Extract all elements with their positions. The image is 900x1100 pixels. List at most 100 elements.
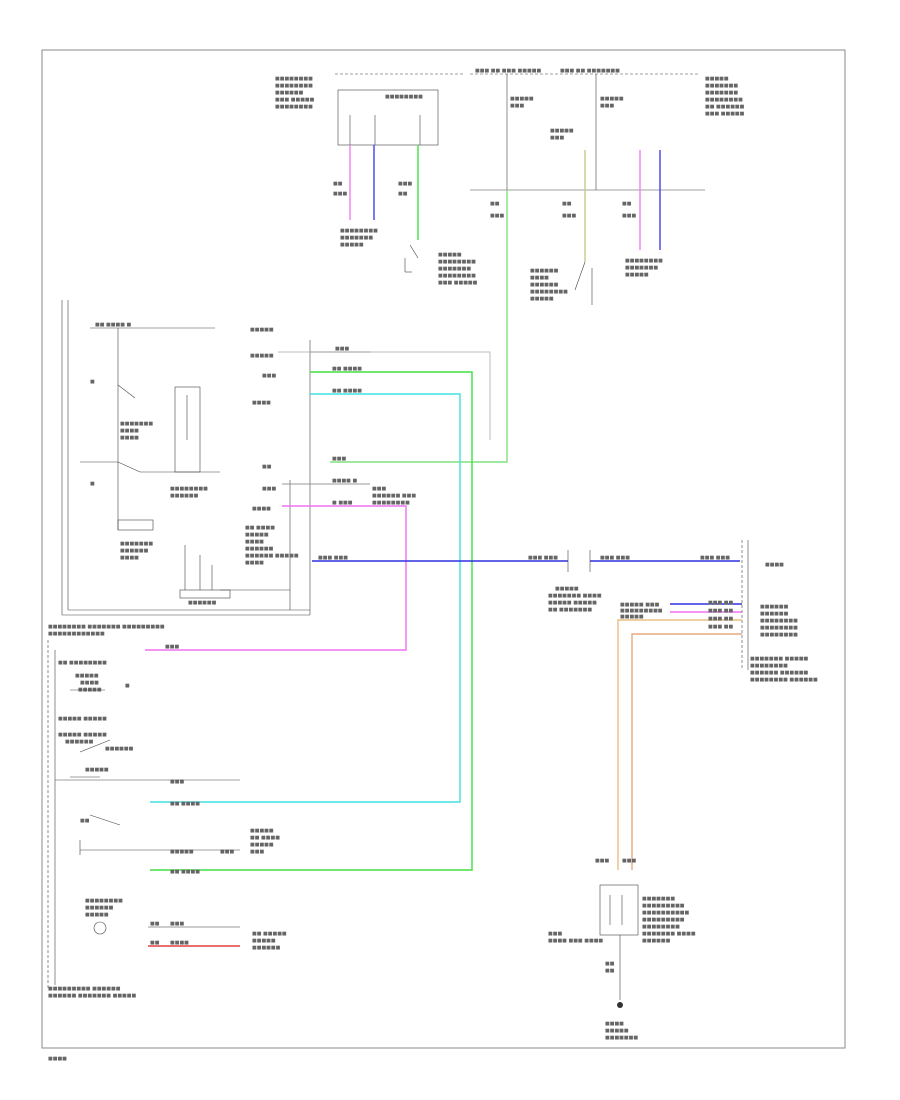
svg-text:■■■■■■ ■■■■■■: ■■■■■■ ■■■■■■ [750,670,809,676]
switch-olive: ■■■■■■ ■■■■ ■■■■■■ ■■■■■■■■ ■■■■■ [530,261,593,305]
svg-text:■■ ■■■■■■■■: ■■ ■■■■■■■■ [58,660,107,666]
svg-text:■■■■■■■■: ■■■■■■■■ [275,104,313,110]
svg-text:■■■: ■■■ [562,213,576,219]
svg-text:■■■ ■■■■■: ■■■ ■■■■■ [438,280,478,286]
svg-text:■■■■■: ■■■■■ [600,96,624,102]
svg-text:■■■■■■■■■ ■■■■■■: ■■■■■■■■■ ■■■■■■ [48,986,121,992]
svg-text:■■: ■■ [605,968,615,974]
svg-text:■■■■■■■: ■■■■■■■ [120,541,153,547]
svg-text:■■■ ■■■■■: ■■■ ■■■■■ [705,111,745,117]
svg-text:■■■■■■: ■■■■■■ [642,938,671,944]
svg-text:■■■■■■■■: ■■■■■■■■ [340,228,378,234]
svg-text:■■■: ■■■ [165,644,179,650]
svg-text:■■■ ■■■: ■■■ ■■■ [700,555,730,561]
svg-text:■■■ ■■■: ■■■ ■■■ [318,555,348,561]
svg-text:■■■: ■■■ [490,213,504,219]
svg-text:■■■■■: ■■■■■ [625,272,649,278]
svg-text:■■■■■: ■■■■■ [550,128,574,134]
svg-text:■■■■ ■: ■■■■ ■ [332,478,357,484]
svg-text:■■■■■: ■■■■■ [605,1028,629,1034]
svg-text:■■■■■■■: ■■■■■■■ [705,83,738,89]
svg-text:■ ■■■: ■ ■■■ [332,500,353,506]
svg-text:■■■■: ■■■■ [765,562,784,568]
svg-text:■■■■: ■■■■ [252,506,271,512]
svg-text:■■■■■: ■■■■■ [530,296,554,302]
svg-text:■■■■: ■■■■ [170,940,189,946]
svg-text:■■■■■■■■: ■■■■■■■■ [625,258,663,264]
svg-text:■: ■ [90,379,95,385]
svg-text:■■■■■■■■■: ■■■■■■■■■ [620,608,663,614]
svg-text:■■ ■■■■: ■■ ■■■■ [170,869,200,875]
svg-text:■■: ■■ [262,464,272,470]
svg-text:■: ■ [90,481,95,487]
svg-text:■■■■■■■: ■■■■■■■ [705,90,738,96]
svg-text:■■■■■■■■: ■■■■■■■■ [705,97,743,103]
svg-text:■■■■■■■■■■: ■■■■■■■■■■ [642,910,690,916]
svg-text:■■■■■■: ■■■■■■ [188,600,217,606]
svg-text:■■■■■■■: ■■■■■■■ [120,421,153,427]
svg-text:■■■■■■■■: ■■■■■■■■ [170,486,208,492]
svg-text:■■■■■: ■■■■■ [245,532,269,538]
svg-text:■■■■■: ■■■■■ [705,76,729,82]
svg-text:■■■ ■■ ■■■■■■■: ■■■ ■■ ■■■■■■■ [560,68,620,74]
svg-text:■■■ ■■: ■■■ ■■ [708,616,733,622]
svg-text:■■■■■■: ■■■■■■ [105,746,134,752]
svg-text:■■■: ■■■ [332,456,346,462]
svg-text:■■■■■■ ■■■■■: ■■■■■■ ■■■■■ [245,553,299,559]
svg-text:■■■■■■■: ■■■■■■■ [625,265,658,271]
svg-text:■■■ ■■: ■■■ ■■ [708,624,733,630]
svg-text:■■: ■■ [150,921,160,927]
svg-text:■■: ■■ [150,940,160,946]
svg-text:■■■■: ■■■■ [252,400,271,406]
svg-text:■■■: ■■■ [372,486,386,492]
wire-cyan-1 [150,393,461,803]
power-bus-top: ■■■ ■■ ■■■ ■■■■■ ■■■ ■■ ■■■■■■■ ■■■■■ ■■… [470,68,745,191]
svg-text:■■■■■: ■■■■■ [250,842,274,848]
svg-text:■■■■■ ■■■■■: ■■■■■ ■■■■■ [58,732,107,738]
svg-text:■■■■: ■■■■ [245,539,264,545]
svg-text:■■■■■■ ■■■■■■■ ■■■■■: ■■■■■■ ■■■■■■■ ■■■■■ [48,993,136,999]
lower-left-module: ■■ ■■■■■■■■ ■■■■■ ■■■■ ■■■■■ ■ ■■■■■ ■■■… [47,640,280,999]
svg-text:■■■■■: ■■■■■ [75,673,99,679]
svg-text:■■■■■■■■: ■■■■■■■■ [438,273,476,279]
svg-text:■■■■■■■■: ■■■■■■■■ [750,663,788,669]
svg-text:■■■ ■■■: ■■■ ■■■ [600,555,630,561]
svg-text:■■■: ■■■ [170,921,184,927]
svg-text:■■■■■■■■: ■■■■■■■■ [385,94,423,100]
svg-text:■■■■■■: ■■■■■■ [275,90,304,96]
svg-text:■■■: ■■■ [333,191,347,197]
svg-text:■■■■■■: ■■■■■■ [245,546,274,552]
svg-text:■■■■■: ■■■■■ [250,327,274,333]
svg-text:■■■■: ■■■■ [120,435,139,441]
svg-text:■■■: ■■■ [550,135,564,141]
svg-text:■■■: ■■■ [170,779,184,785]
svg-text:■■■■■■■■: ■■■■■■■■ [760,618,798,624]
svg-text:■■■■■: ■■■■■ [620,614,644,620]
svg-text:■: ■ [125,683,130,689]
svg-text:■■■: ■■■ [510,103,524,109]
svg-text:■■■■■ ■■■: ■■■■■ ■■■ [620,602,660,608]
svg-text:■■■■■■■■: ■■■■■■■■ [530,289,568,295]
svg-text:■■■: ■■■ [250,849,264,855]
svg-text:■■■■■■: ■■■■■■ [170,493,199,499]
right-connector-block: ■■■■ ■■■■■■ ■■■■■■ ■■■■■■■■ ■■■■■■■■ ■■■… [741,540,818,683]
svg-text:■■■■■: ■■■■■ [555,586,579,592]
svg-text:■■■■■■■■■: ■■■■■■■■■ [642,917,685,923]
svg-text:■■■■■■: ■■■■■■ [120,548,149,554]
svg-text:■■■■■ ■■■■■: ■■■■■ ■■■■■ [548,600,597,606]
svg-text:■■■■■■: ■■■■■■ [85,905,114,911]
switch-green-ground: ■■■■■ ■■■■■■■■ ■■■■■■■ ■■■■■■■■ ■■■ ■■■■… [404,244,478,286]
svg-text:■■■■■■■: ■■■■■■■ [605,1035,638,1041]
svg-text:■■■■: ■■■■ [530,275,549,281]
svg-text:■■■: ■■■ [622,213,636,219]
svg-text:■■■■■: ■■■■■ [250,353,274,359]
svg-text:■■■■■: ■■■■■ [252,938,276,944]
svg-text:■■: ■■ [490,201,500,207]
svg-text:■■: ■■ [562,201,572,207]
svg-text:■■■ ■■ ■■■ ■■■■■: ■■■ ■■ ■■■ ■■■■■ [475,68,541,74]
svg-text:■■ ■■■■: ■■ ■■■■ [170,801,200,807]
svg-text:■■■■■: ■■■■■ [340,242,364,248]
svg-text:■■■■■: ■■■■■ [170,849,194,855]
svg-text:■■■■■■■■: ■■■■■■■■ [85,898,123,904]
svg-text:■■■: ■■■ [335,346,349,352]
